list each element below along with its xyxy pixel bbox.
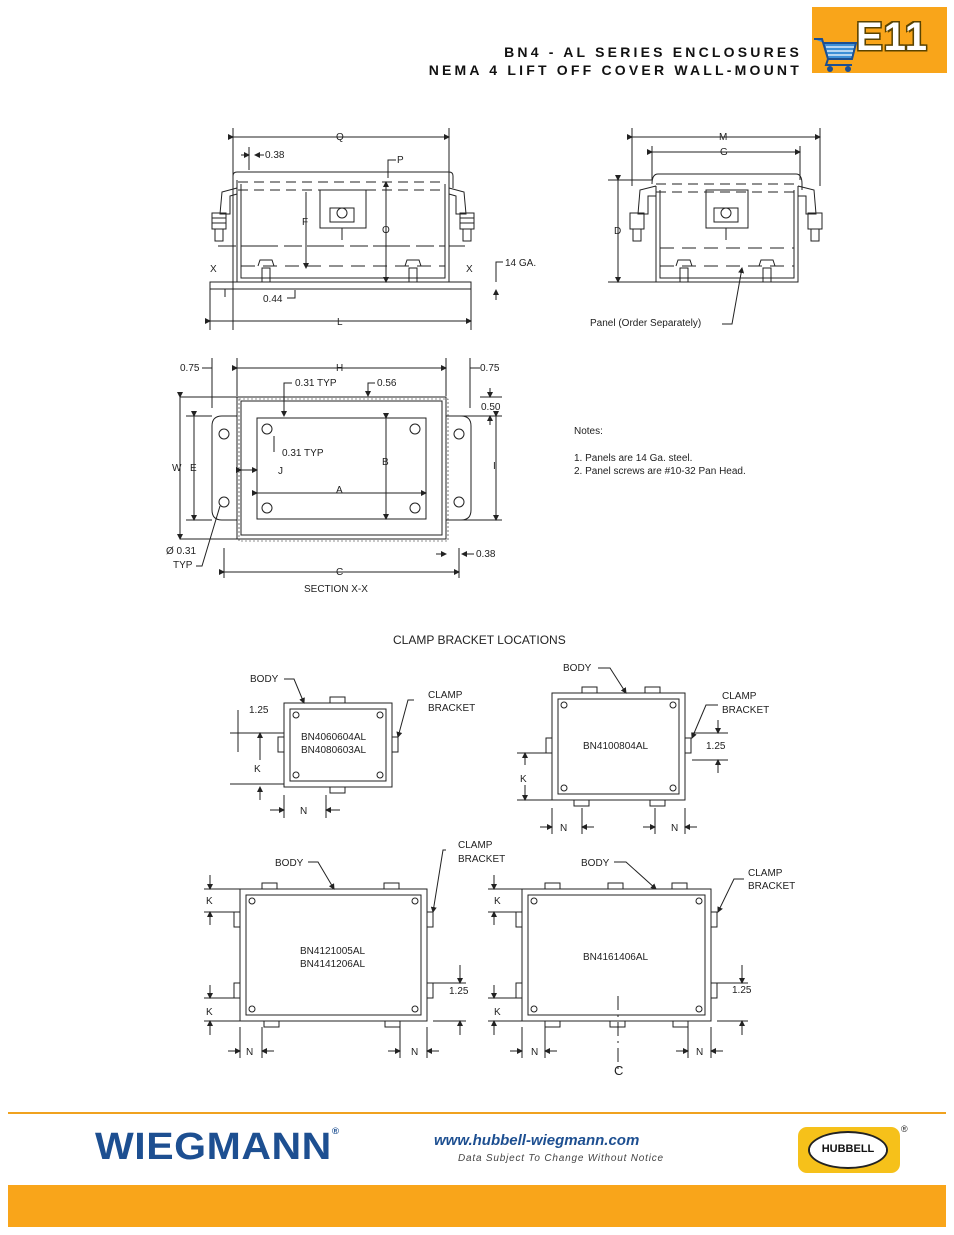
dim-m: M [719, 132, 727, 143]
section-marker-right: X [466, 264, 473, 275]
clamp-title: CLAMP BRACKET LOCATIONS [393, 633, 566, 647]
clamp-label-2a: CLAMP [722, 691, 757, 702]
body-label-4: BODY [581, 858, 610, 869]
clamp-label-3a: CLAMP [458, 840, 493, 851]
wiegmann-logo: WIEGMANN® [95, 1126, 340, 1168]
dim-038-section: 0.38 [476, 549, 496, 560]
clamp-label-1b: BRACKET [428, 703, 475, 714]
title-line-2: NEMA 4 LIFT OFF COVER WALL-MOUNT [428, 62, 802, 78]
centerline-c: C [614, 1063, 623, 1078]
dim-f: F [302, 217, 308, 228]
section-tab: E11 [812, 7, 947, 73]
footer-bar [8, 1185, 946, 1227]
dim-n-4a: N [531, 1047, 538, 1058]
dim-l: L [337, 317, 343, 328]
dim-031-typ: 0.31 TYP [295, 378, 337, 389]
section-view-drawing [177, 358, 502, 578]
dim-d: D [614, 226, 621, 237]
dim-k-4a: K [494, 896, 501, 907]
note-2: 2. Panel screws are #10-32 Pan Head. [574, 466, 746, 477]
section-marker-left: X [210, 264, 217, 275]
clamp-label-2b: BRACKET [722, 705, 769, 716]
dim-g: G [720, 147, 728, 158]
body-label-2: BODY [563, 663, 592, 674]
hubbell-logo: HUBBELL [798, 1127, 900, 1173]
dim-n-4b: N [696, 1047, 703, 1058]
shopping-cart-icon [814, 38, 858, 72]
dim-p: P [397, 155, 404, 166]
panel-label: Panel (Order Separately) [590, 318, 701, 329]
dim-k-2: K [520, 774, 527, 785]
clamp-diagram-3 [204, 849, 466, 1058]
model-bn4161406al: BN4161406AL [583, 952, 648, 963]
dim-031-typ-b: 0.31 TYP [282, 448, 324, 459]
dim-n-1: N [300, 806, 307, 817]
data-notice: Data Subject To Change Without Notice [458, 1153, 664, 1164]
dim-k-4b: K [494, 1007, 501, 1018]
dim-q: Q [336, 132, 344, 143]
dim-125-1: 1.25 [249, 705, 269, 716]
body-label-1: BODY [250, 674, 279, 685]
clamp-diagram-1 [230, 678, 414, 818]
hole-typ: TYP [173, 560, 193, 571]
hubbell-oval-icon: HUBBELL [808, 1131, 888, 1169]
dim-125-4: 1.25 [732, 985, 752, 996]
dim-k-3a: K [206, 896, 213, 907]
dim-b: B [382, 457, 389, 468]
clamp-diagram-2 [517, 667, 728, 834]
hubbell-name: HUBBELL [810, 1143, 886, 1155]
tab-code: E11 [856, 15, 928, 59]
dim-i: I [493, 461, 496, 472]
dim-o: O [382, 225, 390, 236]
dim-n-2b: N [671, 823, 678, 834]
dim-044: 0.44 [263, 294, 283, 305]
dim-c: C [336, 567, 343, 578]
hole-diameter: Ø 0.31 [166, 546, 196, 557]
technical-drawings: Q P 0.38 F O X X 14 GA. 0.44 L M G D Pan… [166, 128, 823, 1078]
dim-n-3a: N [246, 1047, 253, 1058]
brand-name: WIEGMANN [95, 1126, 332, 1168]
model-bn4121005al: BN4121005AL [300, 946, 365, 957]
model-bn4141206al: BN4141206AL [300, 959, 365, 970]
model-bn4080603al: BN4080603AL [301, 745, 366, 756]
dim-k-3b: K [206, 1007, 213, 1018]
dim-125-2: 1.25 [706, 741, 726, 752]
dim-e: E [190, 463, 197, 474]
title-line-1: BN4 - AL SERIES ENCLOSURES [504, 44, 802, 60]
registered-mark: ® [901, 1124, 908, 1134]
model-bn4060604al: BN4060604AL [301, 732, 366, 743]
dim-j: J [278, 466, 283, 477]
clamp-label-4a: CLAMP [748, 868, 783, 879]
dim-038-front: 0.38 [265, 150, 285, 161]
website-link[interactable]: www.hubbell-wiegmann.com [434, 1132, 640, 1149]
dim-075-left: 0.75 [180, 363, 200, 374]
clamp-label-4b: BRACKET [748, 881, 795, 892]
dim-056: 0.56 [377, 378, 397, 389]
section-caption: SECTION X-X [304, 584, 368, 595]
model-bn4100804al: BN4100804AL [583, 741, 648, 752]
note-1: 1. Panels are 14 Ga. steel. [574, 453, 692, 464]
dim-125-3: 1.25 [449, 986, 469, 997]
dim-w: W [172, 463, 182, 474]
dim-k-1: K [254, 764, 261, 775]
dim-a: A [336, 485, 343, 496]
dim-050: 0.50 [481, 402, 501, 413]
footer-rule [8, 1112, 946, 1114]
dim-14ga: 14 GA. [505, 258, 536, 269]
front-view-drawing [205, 128, 503, 330]
clamp-diagram-4 [488, 861, 748, 1070]
dim-h: H [336, 363, 343, 374]
body-label-3: BODY [275, 858, 304, 869]
clamp-label-1a: CLAMP [428, 690, 463, 701]
side-view-drawing [608, 128, 823, 325]
dim-075-right: 0.75 [480, 363, 500, 374]
notes-title: Notes: [574, 426, 603, 437]
dim-n-2a: N [560, 823, 567, 834]
dim-n-3b: N [411, 1047, 418, 1058]
clamp-label-3b: BRACKET [458, 854, 505, 865]
